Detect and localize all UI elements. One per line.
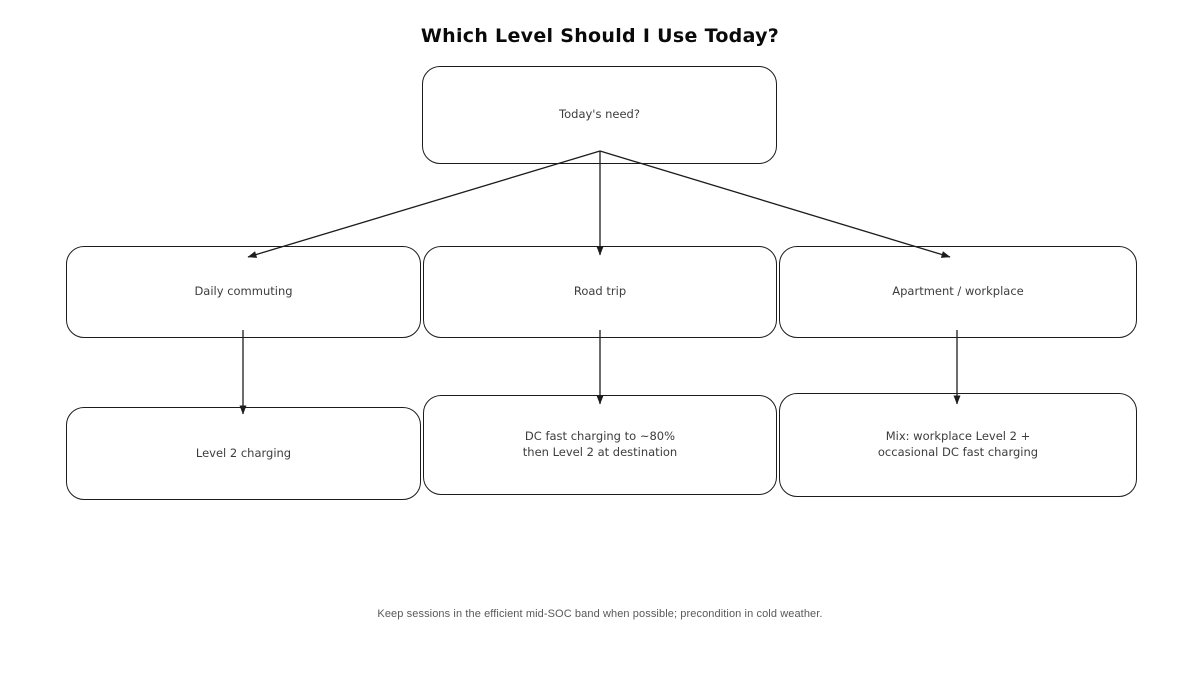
node-dc-fast-then-level-2: DC fast charging to ~80% then Level 2 at… — [423, 395, 777, 495]
node-daily-commuting: Daily commuting — [66, 246, 421, 338]
footer-note: Keep sessions in the efficient mid-SOC b… — [377, 608, 823, 620]
edge-root-to-daily-commuting — [247, 150, 601, 258]
node-apartment-workplace-label: Apartment / workplace — [892, 284, 1024, 299]
node-road-trip: Road trip — [423, 246, 777, 338]
node-todays-need-label: Today's need? — [559, 107, 640, 122]
node-road-trip-label: Road trip — [573, 284, 627, 299]
node-dc-fast-then-level-2-label: DC fast charging to ~80% then Level 2 at… — [522, 429, 678, 459]
node-apartment-workplace: Apartment / workplace — [779, 246, 1137, 338]
node-mix-workplace-dc: Mix: workplace Level 2 + occasional DC f… — [779, 393, 1137, 497]
node-mix-workplace-dc-label: Mix: workplace Level 2 + occasional DC f… — [877, 429, 1039, 459]
edge-root-to-apartment-workplace — [599, 150, 951, 258]
node-level-2-charging-label: Level 2 charging — [195, 445, 292, 460]
node-daily-commuting-label: Daily commuting — [194, 284, 293, 299]
node-level-2-charging: Level 2 charging — [66, 407, 421, 500]
diagram-title: Which Level Should I Use Today? — [420, 25, 780, 47]
node-todays-need: Today's need? — [422, 66, 777, 164]
